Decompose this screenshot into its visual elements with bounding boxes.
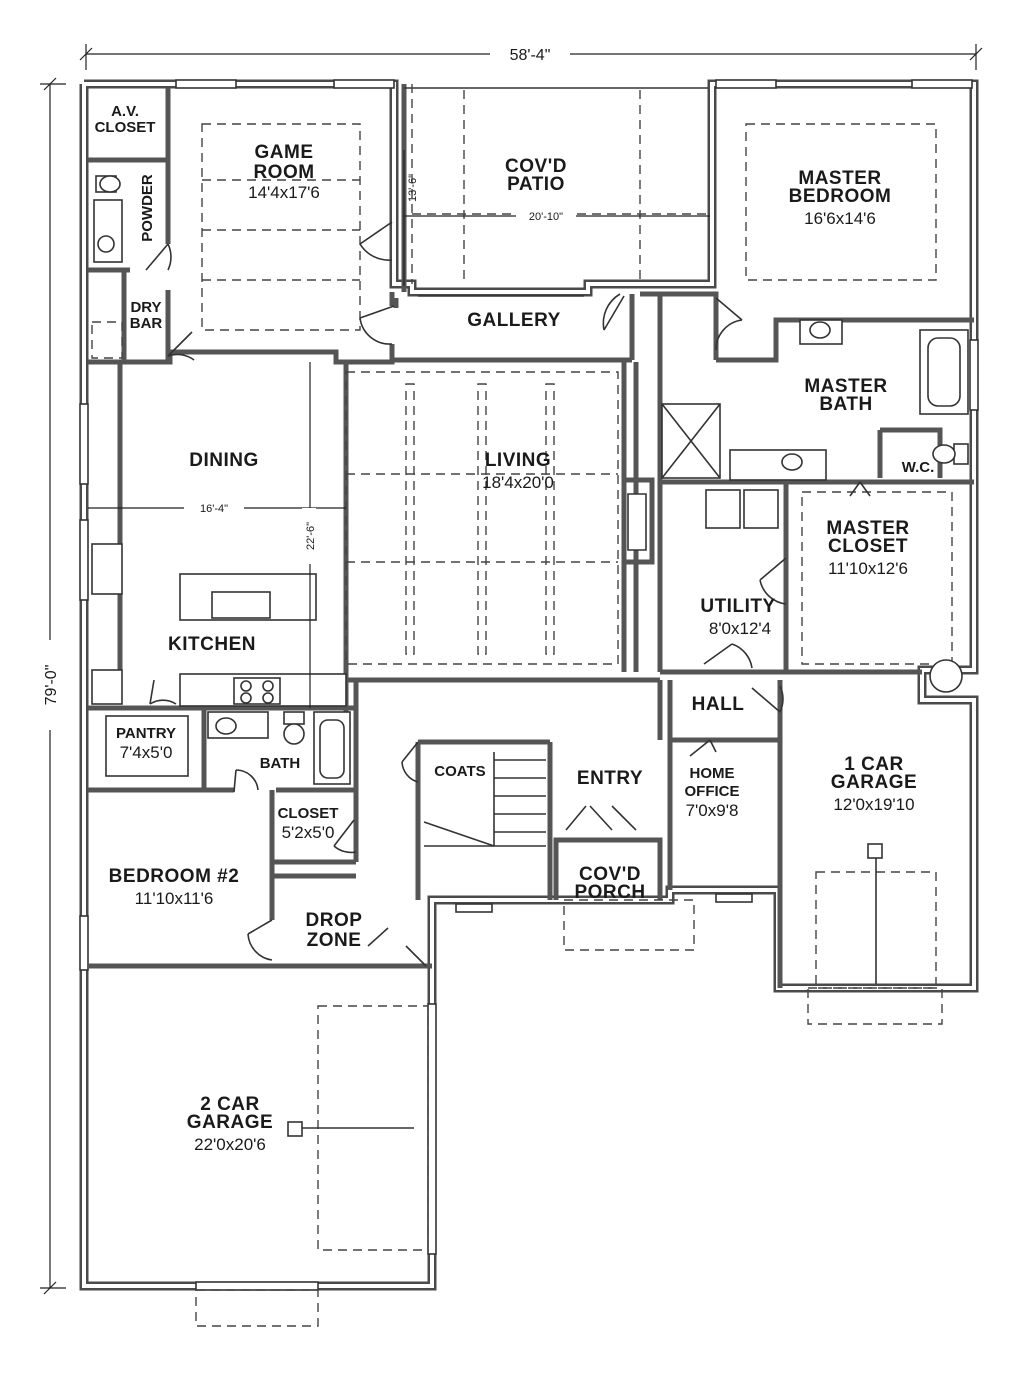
master-bedroom-size: 16'6x14'6: [804, 209, 876, 228]
dimension-depth: 79'-0": [36, 77, 66, 1295]
living-label: LIVING: [485, 450, 551, 471]
two-car-garage-label-2: GARAGE: [187, 1112, 273, 1133]
wc-label: W.C.: [902, 459, 935, 476]
master-closet-label-2: CLOSET: [828, 536, 908, 557]
home-office-size: 7'0x9'8: [686, 801, 739, 820]
covd-patio-label-2: PATIO: [507, 174, 565, 195]
fixtures: [91, 175, 969, 1137]
doors: [145, 221, 871, 967]
drop-zone-label-2: ZONE: [307, 930, 362, 951]
game-room-size: 14'4x17'6: [248, 183, 320, 202]
master-closet-label-1: MASTER: [826, 518, 909, 539]
dry-bar-label-1: DRY: [130, 299, 161, 316]
interior-walls: [88, 88, 974, 988]
dining-label: DINING: [189, 450, 259, 471]
master-bath-label-1: MASTER: [804, 376, 887, 397]
two-car-garage-label-1: 2 CAR: [200, 1094, 260, 1115]
master-closet-size: 11'10x12'6: [828, 559, 908, 578]
closet-label: CLOSET: [278, 805, 339, 822]
hall-label: HALL: [692, 694, 745, 715]
pantry-size: 7'4x5'0: [120, 743, 173, 762]
pantry-label: PANTRY: [116, 725, 176, 742]
master-bedroom-label-2: BEDROOM: [789, 186, 892, 207]
two-car-garage-size: 22'0x20'6: [194, 1135, 266, 1154]
dining-width-label: 16'-4": [200, 503, 228, 515]
overall-depth-label: 79'-0": [43, 665, 60, 706]
home-office-label-1: HOME: [690, 765, 735, 782]
utility-size: 8'0x12'4: [709, 619, 771, 638]
dimension-width: 58'-4": [79, 42, 983, 70]
powder-label: POWDER: [139, 174, 156, 242]
bath-label: BATH: [260, 755, 301, 772]
windows: [79, 79, 979, 1291]
overall-width-label: 58'-4": [510, 47, 551, 64]
master-bedroom-label-1: MASTER: [798, 168, 881, 189]
bedroom2-label: BEDROOM #2: [109, 866, 240, 887]
utility-label: UTILITY: [700, 596, 775, 617]
bedroom2-size: 11'10x11'6: [135, 889, 214, 908]
patio-width-label: 20'-10": [529, 211, 563, 223]
living-size: 18'4x20'0: [482, 473, 554, 492]
kitchen-label: KITCHEN: [168, 634, 256, 655]
home-office-label-2: OFFICE: [685, 783, 740, 800]
covd-porch-label-1: COV'D: [579, 864, 641, 885]
covd-porch-label-2: PORCH: [574, 882, 645, 903]
drop-zone-label-1: DROP: [306, 910, 363, 931]
closet-size: 5'2x5'0: [282, 823, 335, 842]
kitchen-depth-label: 22'-6": [305, 522, 317, 550]
interior-dimensions: 13'-6" 20'-10" 16'-4" 22'-6": [88, 150, 710, 708]
gallery-label: GALLERY: [467, 310, 561, 331]
one-car-garage-label-1: 1 CAR: [844, 754, 904, 775]
entry-label: ENTRY: [577, 768, 643, 789]
dry-bar-label-2: BAR: [130, 315, 163, 332]
coats-label: COATS: [434, 763, 485, 780]
one-car-garage-size: 12'0x19'10: [833, 795, 914, 814]
patio-depth-label: 13'-6": [407, 174, 419, 202]
one-car-garage-label-2: GARAGE: [831, 772, 917, 793]
game-room-label-2: ROOM: [253, 162, 314, 183]
av-closet-label-2: CLOSET: [95, 119, 156, 136]
room-labels: A.V. CLOSET POWDER DRY BAR GAME ROOM 14'…: [95, 103, 935, 1154]
covd-patio-label-1: COV'D: [505, 156, 567, 177]
av-closet-label-1: A.V.: [111, 103, 139, 120]
game-room-label-1: GAME: [255, 142, 314, 163]
master-bath-label-2: BATH: [819, 394, 872, 415]
